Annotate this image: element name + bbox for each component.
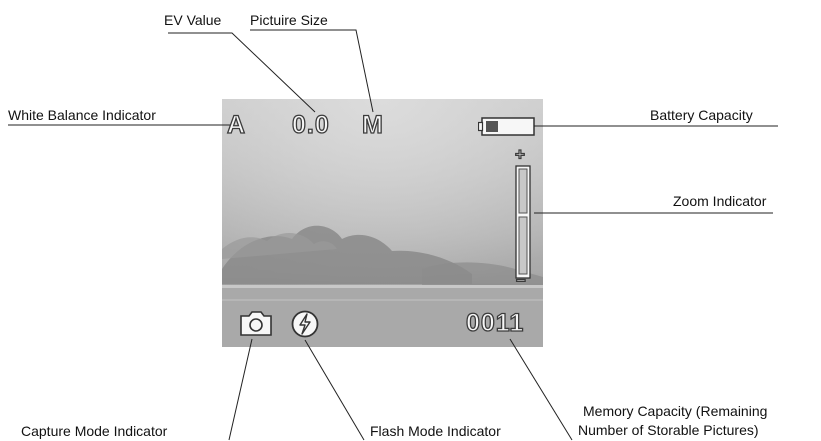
flash-mode-label: Flash Mode Indicator [370,423,501,439]
picture-size-label: Pictuire Size [250,12,328,28]
ev-value-label: EV Value [164,12,222,28]
zoom-minus-icon: − [515,270,527,290]
memory-capacity-label-line2: Number of Storable Pictures) [578,422,759,438]
zoom-bar-icon [515,165,531,279]
memory-capacity-indicator: 0011 [465,308,525,337]
camera-icon [240,311,272,336]
zoom-plus-icon: + [514,144,526,164]
capture-mode-label: Capture Mode Indicator [21,423,168,439]
flash-auto-icon [291,310,319,338]
battery-capacity-label: Battery Capacity [650,107,753,123]
ev-value-indicator: 0.0 [291,110,330,139]
white-balance-indicator: A [226,110,247,139]
picture-size-indicator: M [361,110,384,139]
battery-icon [478,117,535,136]
memory-capacity-label-line1: Memory Capacity (Remaining [583,403,768,419]
white-balance-label: White Balance Indicator [8,107,156,123]
zoom-indicator-label: Zoom Indicator [673,193,767,209]
